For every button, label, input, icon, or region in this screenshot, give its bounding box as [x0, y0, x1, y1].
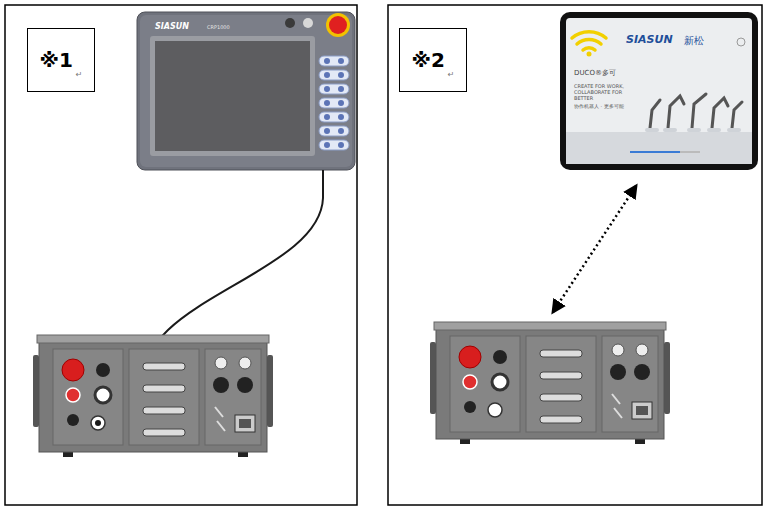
robot-controller [430, 322, 670, 444]
panel-frame [388, 5, 762, 505]
device-label: 协作机器人 · 更多可能 [574, 104, 624, 110]
callout-number: ※1 [39, 48, 72, 72]
tablet-part [650, 94, 742, 128]
teach-pendant-part [319, 126, 349, 136]
tablet-part-part [647, 128, 739, 132]
teach-pendant-part [326, 13, 350, 37]
device-label: CRP1000 [207, 25, 230, 31]
callout-number: ※2 [411, 48, 444, 72]
robot-controller [33, 335, 273, 457]
tablet-screen: SIASUN 新松 DUCO®多可 CREATE FOR WORK, COLLABOR… [560, 12, 758, 170]
panel-frame [5, 5, 357, 505]
tablet-part [647, 128, 739, 132]
callout-box: ※2 ↵ [399, 28, 467, 92]
device-label: DUCO®多可 [574, 70, 616, 78]
tablet-part-part [577, 39, 601, 44]
tablet-part-part [712, 98, 728, 128]
tablet-part [566, 132, 752, 164]
teach-pendant-part [303, 18, 313, 28]
tablet-part [737, 38, 745, 46]
device-label: SIASUN [626, 34, 673, 46]
tablet-part-part [692, 94, 706, 128]
tablet-part [587, 52, 592, 57]
device-label: CREATE FOR WORK, COLLABORATE FOR BETTER [574, 83, 626, 101]
teach-pendant-part [319, 56, 349, 66]
tablet-part-part [732, 102, 742, 128]
tablet-part-part [650, 100, 660, 128]
teach-pendant-part [319, 84, 349, 94]
cable-plug [95, 420, 101, 426]
teach-pendant-part [150, 36, 315, 156]
return-mark: ↵ [76, 70, 83, 79]
teach-pendant-part [329, 16, 347, 34]
tablet-part-part [668, 96, 684, 128]
tablet-part [560, 12, 758, 170]
teach-pendant-part [155, 41, 310, 151]
teach-pendant-part [319, 112, 349, 122]
teach-pendant-part [319, 70, 349, 80]
tablet-part-part [583, 48, 595, 50]
device-label: SIASUN [155, 23, 189, 32]
teach-pendant-part [285, 18, 295, 28]
teach-pendant [137, 12, 355, 170]
tablet-part [572, 32, 606, 50]
tablet-part [630, 151, 700, 153]
wireless-link [553, 186, 636, 312]
device-label: 新松 [684, 35, 704, 46]
teach-pendant-part [319, 140, 349, 150]
tablet-part-part [572, 32, 606, 38]
teach-pendant-part [137, 12, 355, 170]
tablet [560, 12, 758, 170]
tablet-part [566, 18, 752, 164]
tablet-part [630, 151, 680, 153]
teach-pendant-face: SIASUN CRP1000 [137, 12, 355, 170]
callout-box: ※1 ↵ [27, 28, 95, 92]
teach-pendant-part [319, 98, 349, 108]
teach-pendant-part [140, 15, 352, 167]
return-mark: ↵ [448, 70, 455, 79]
